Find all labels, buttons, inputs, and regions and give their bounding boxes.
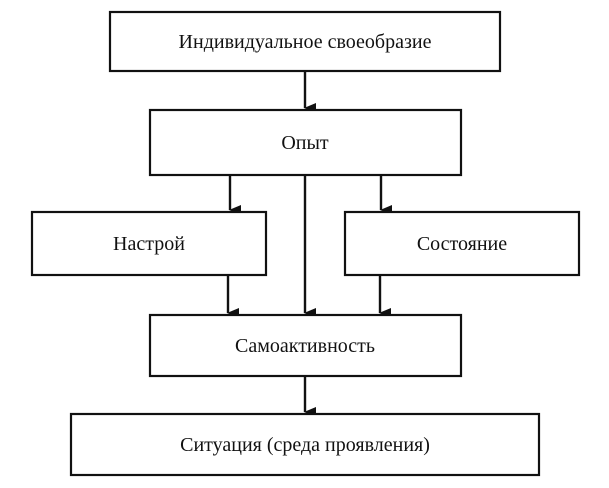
node-self-activity-box bbox=[148, 313, 463, 378]
node-mood-label: Настрой bbox=[113, 233, 185, 255]
node-mood-box bbox=[30, 210, 268, 277]
node-mood: Настрой bbox=[30, 210, 268, 277]
node-experience-label: Опыт bbox=[281, 132, 329, 154]
node-situation: Ситуация (среда проявления) bbox=[69, 412, 541, 477]
node-experience-box bbox=[148, 108, 463, 177]
node-state: Состояние bbox=[343, 210, 581, 277]
node-individual-box bbox=[108, 10, 502, 73]
node-individual-label: Индивидуальное своеобразие bbox=[179, 31, 432, 53]
node-self-activity: Самоактивность bbox=[148, 313, 463, 378]
node-individual: Индивидуальное своеобразие bbox=[108, 10, 502, 73]
node-state-box bbox=[343, 210, 581, 277]
node-situation-label: Ситуация (среда проявления) bbox=[180, 434, 430, 456]
node-state-label: Состояние bbox=[417, 233, 507, 255]
node-self-activity-label: Самоактивность bbox=[235, 335, 375, 357]
node-situation-box bbox=[69, 412, 541, 477]
node-experience: Опыт bbox=[148, 108, 463, 177]
edges bbox=[226, 71, 392, 417]
